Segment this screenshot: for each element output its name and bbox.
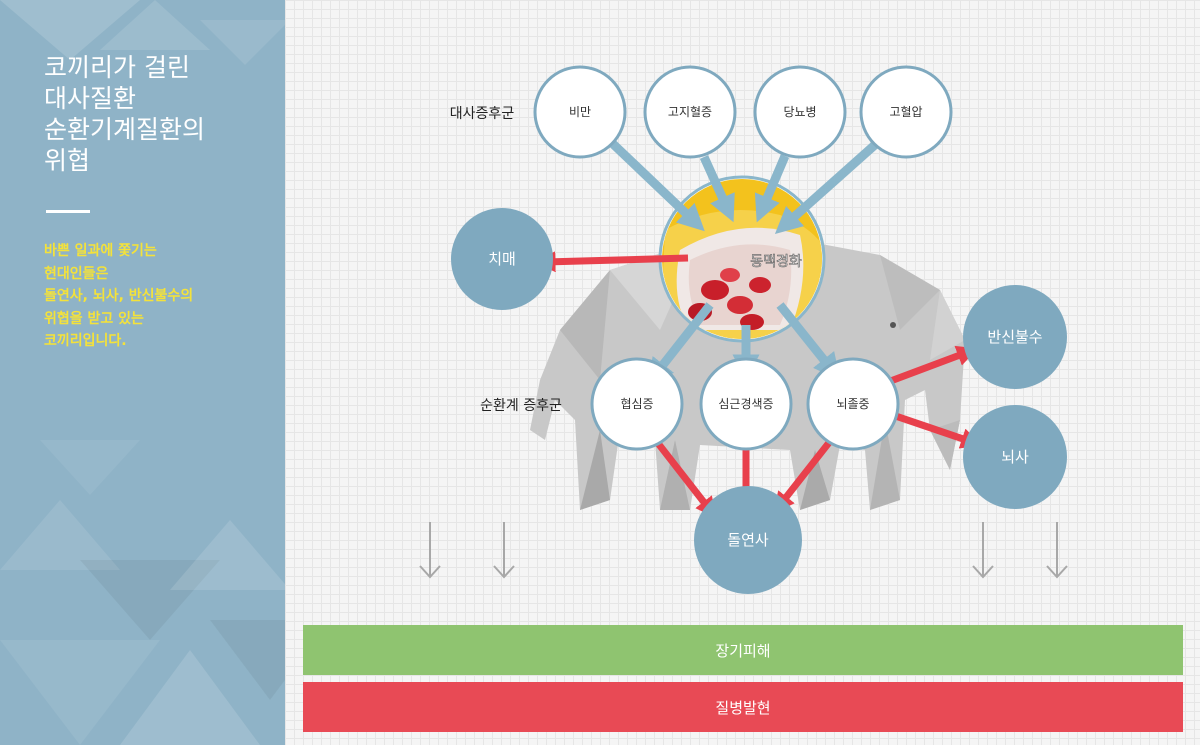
- sidebar-description: 바쁜 일과에 쫓기는 현대인들은 돌연사, 뇌사, 반신불수의 위협을 받고 있…: [44, 243, 194, 349]
- bubble-hypertension: [859, 65, 953, 159]
- arrow-center-to-dementia: [534, 251, 689, 273]
- decor-triangle: [80, 560, 220, 640]
- arteriosclerosis-label: 동맥경화: [750, 254, 802, 270]
- circulatory-bubbles: 협심증 심근경색증 뇌졸중: [590, 357, 900, 451]
- metabolic-syndrome-label: 대사증후군: [450, 106, 515, 122]
- bubble-obesity: [533, 65, 627, 159]
- bubble-hyperlipidemia: [643, 65, 737, 159]
- decor-triangle: [100, 0, 210, 50]
- arrow-center-to-angina: [646, 302, 714, 386]
- bubble-dementia: [451, 208, 553, 310]
- disease-onset-label: 질병발현: [715, 698, 771, 717]
- decor-triangle: [0, 640, 160, 745]
- arrow-angina-to-sudden-death: [647, 430, 717, 519]
- sidebar-divider: [46, 210, 90, 213]
- bubble-stroke: [806, 357, 900, 451]
- bubble-diabetes: [753, 65, 847, 159]
- arrow-stroke-to-paralysis: [878, 345, 978, 389]
- decor-triangle: [0, 500, 120, 570]
- bubble-dementia-label: 치매: [488, 250, 516, 268]
- bubble-brain-death: [963, 405, 1067, 509]
- bubble-angina: [590, 357, 684, 451]
- down-arrow: [1046, 522, 1068, 579]
- bubble-hyperlipidemia-label: 고지혈증: [668, 105, 712, 119]
- arrow-obesity-to-center: [608, 139, 705, 232]
- bubble-diabetes-label: 당뇨병: [783, 105, 816, 119]
- blue-arrows: [608, 139, 880, 386]
- down-arrow: [493, 522, 515, 579]
- circulatory-syndrome-label: 순환계 증후군: [480, 398, 562, 414]
- bubble-stroke-label: 뇌졸중: [836, 397, 869, 411]
- down-arrows: [419, 522, 1068, 579]
- bubble-obesity-label: 비만: [569, 105, 591, 119]
- metabolic-bubbles: 비만 고지혈증 당뇨병 고혈압: [533, 65, 953, 159]
- down-arrow: [972, 522, 994, 579]
- decor-triangle: [210, 620, 285, 700]
- bubble-brain-death-label: 뇌사: [1001, 448, 1029, 466]
- disease-onset-bar: 질병발현: [303, 682, 1183, 732]
- bubble-paralysis-label: 반신불수: [987, 328, 1042, 346]
- bubble-sudden-death-label: 돌연사: [727, 531, 769, 549]
- down-arrow: [419, 522, 441, 579]
- decor-triangle: [120, 650, 260, 745]
- arrow-diabetes-to-center: [754, 154, 790, 223]
- decor-triangle: [200, 20, 285, 65]
- decor-triangle: [0, 0, 140, 60]
- bubble-angina-label: 협심증: [620, 397, 653, 411]
- organ-damage-bar: 장기피해: [303, 625, 1183, 675]
- bubble-myocardial-infarction-label: 심근경색증: [718, 397, 773, 411]
- arrow-stroke-to-sudden-death: [773, 432, 838, 514]
- decor-triangle: [170, 520, 285, 590]
- bubble-paralysis: [963, 285, 1067, 389]
- arrow-hyperlipidemia-to-center: [699, 155, 735, 223]
- arrow-center-to-stroke: [776, 302, 841, 381]
- sidebar-panel: 코끼리가 걸린 대사질환 순환기계질환의 위협 바쁜 일과에 쫓기는 현대인들은…: [0, 0, 285, 745]
- sidebar-title: 코끼리가 걸린 대사질환 순환기계질환의 위협: [44, 53, 206, 175]
- bubble-hypertension-label: 고혈압: [889, 105, 922, 119]
- bubble-sudden-death: [694, 486, 802, 594]
- bubble-myocardial-infarction: [699, 357, 793, 451]
- arrow-hypertension-to-center: [774, 139, 880, 234]
- decor-triangle: [40, 440, 140, 495]
- organ-damage-label: 장기피해: [715, 641, 771, 660]
